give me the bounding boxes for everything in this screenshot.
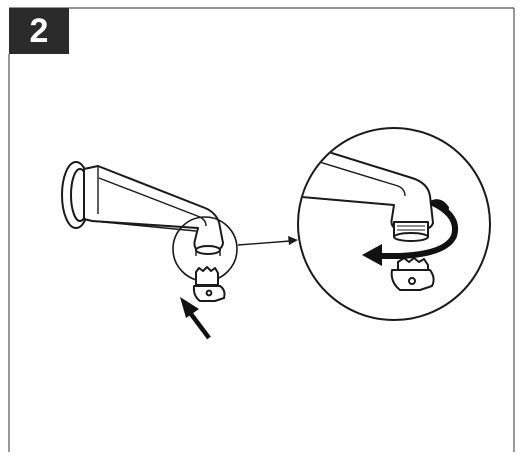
tub-spout [61, 161, 224, 256]
pointer-arrow-icon [180, 297, 211, 340]
callout-arrow-icon [237, 236, 298, 246]
step-number: 2 [29, 12, 49, 50]
diverter-part [192, 266, 226, 302]
detail-spout [299, 139, 435, 291]
counterclockwise-arrow-icon [362, 199, 458, 266]
step-number-badge: 2 [9, 8, 69, 54]
